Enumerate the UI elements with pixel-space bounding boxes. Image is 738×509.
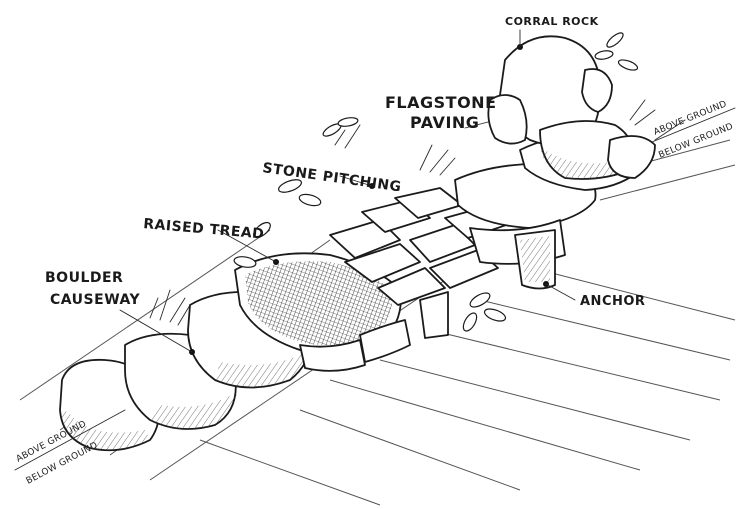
anchor-label: ANCHOR	[580, 294, 645, 309]
flagstone-label-line1: FLAGSTONE	[385, 93, 497, 112]
boulder-label-line1: BOULDER	[45, 270, 123, 286]
flagstone-label-line2: PAVING	[410, 113, 479, 132]
corral-rock	[488, 36, 655, 179]
boulder-label-line2: CAUSEWAY	[50, 292, 141, 308]
raised-tread-label: RAISED TREAD	[143, 216, 265, 243]
corral-rock-label: CORRAL ROCK	[505, 15, 599, 28]
